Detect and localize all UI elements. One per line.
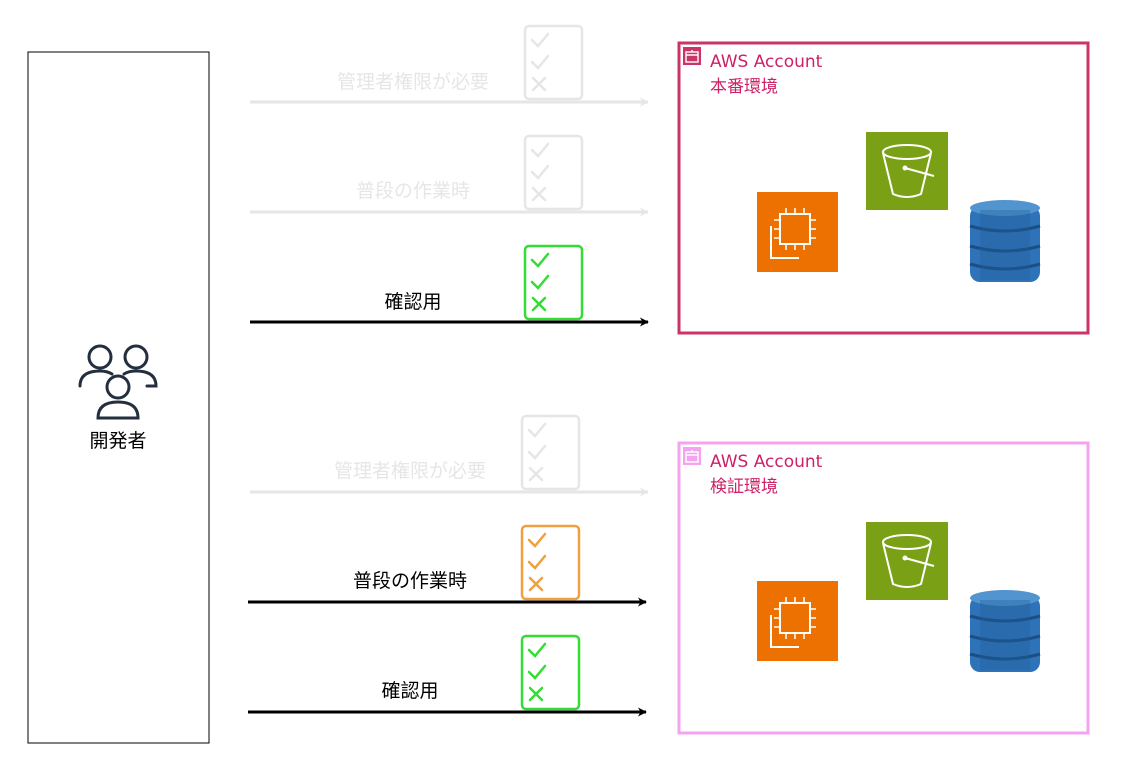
account-staging: AWS Account 検証環境 — [677, 441, 1090, 735]
s3-bucket-icon — [866, 522, 948, 600]
arrow-prod-admin: 管理者権限が必要 — [250, 71, 649, 107]
arrow-stg-readonly: 確認用 — [248, 680, 647, 717]
arrow-label: 管理者権限が必要 — [337, 71, 489, 93]
arrow-label: 確認用 — [384, 291, 441, 313]
account-icon — [683, 447, 701, 465]
arrow-stg-normal: 普段の作業時 — [248, 570, 647, 607]
account-title: AWS Account — [710, 452, 823, 472]
checklist-icon — [520, 634, 581, 711]
checklist-icon — [523, 134, 584, 211]
dynamodb-icon — [969, 590, 1041, 672]
actor-box: 開発者 — [27, 51, 210, 744]
arrow-stg-admin: 管理者権限が必要 — [250, 460, 649, 497]
arrow-label: 普段の作業時 — [356, 180, 470, 202]
account-prod: AWS Account 本番環境 — [677, 41, 1090, 335]
arrow-label: 管理者権限が必要 — [334, 460, 486, 482]
account-env: 本番環境 — [710, 77, 778, 97]
account-env: 検証環境 — [710, 477, 778, 497]
checklist-icon — [523, 24, 584, 101]
account-title: AWS Account — [710, 52, 823, 72]
account-icon — [683, 47, 701, 65]
actor-label: 開発者 — [89, 430, 146, 452]
arrow-prod-normal: 普段の作業時 — [250, 180, 649, 217]
s3-bucket-icon — [866, 132, 948, 210]
arrow-prod-readonly: 確認用 — [250, 291, 649, 327]
ec2-icon — [757, 581, 838, 661]
checklist-icon — [520, 524, 581, 601]
arrow-label: 普段の作業時 — [353, 570, 467, 592]
arrow-label: 確認用 — [381, 680, 438, 702]
users-icon — [78, 344, 158, 420]
checklist-icon — [523, 244, 584, 321]
dynamodb-icon — [969, 200, 1041, 282]
checklist-icon — [520, 414, 581, 491]
ec2-icon — [757, 192, 838, 272]
